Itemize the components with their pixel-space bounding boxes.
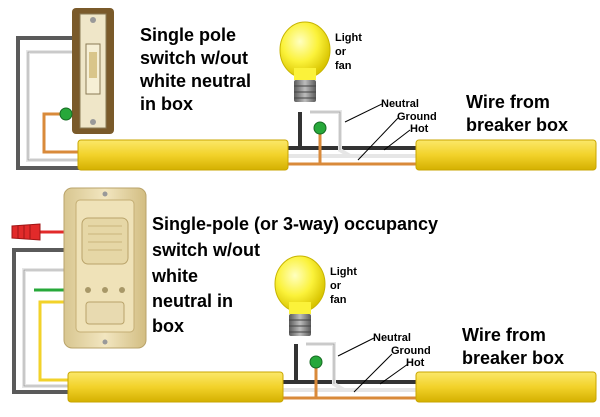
hot-pointer [379,363,409,385]
ground-pointer [353,353,393,393]
hot-pointer [383,129,411,151]
top-title-line-2: switch w/out [140,48,248,68]
light-bulb-icon [274,255,326,336]
bottom-diagram-wiring [11,187,597,403]
ground-pointer [357,117,399,161]
top-title-line-1: Single pole [140,25,237,45]
bottom-title-line-1: Single-pole (or 3-way) occupancy [152,214,439,234]
bottom-yellow-wire [38,300,70,382]
light-bulb-icon [279,21,331,102]
top-title-line-4: in box [140,94,193,114]
bottom-neutral-label: Neutral [373,332,411,344]
occupancy-sensor-switch-icon [63,187,147,349]
bottom-hot-label: Hot [406,357,425,369]
top-bulb-label-3: fan [335,60,352,72]
top-ground-label: Ground [397,111,437,123]
bottom-cable-left [67,371,284,403]
bottom-title-line-4: neutral in [152,291,234,311]
bottom-bulb-white-edge [306,343,335,384]
wire-nut-icon [11,223,41,241]
ground-screw-icon [309,355,323,369]
neutral-pointer [337,337,375,357]
top-source-line-1: Wire from [466,92,550,112]
ground-screw-icon [313,121,327,135]
toggle-switch-icon [72,8,114,134]
top-bulb-label-1: Light [335,32,362,44]
top-white-loop-wire-edge [27,51,80,161]
bottom-ground-label: Ground [391,345,431,357]
bottom-title-line-5: box [152,316,185,336]
top-hot-loop-wire [16,36,80,170]
bottom-bulb-label-2: or [330,280,341,292]
top-bulb-white-edge [310,111,341,150]
top-source-line-2: breaker box [466,115,569,135]
bottom-white-loop-wire-edge [23,269,70,387]
top-title-line-3: white neutral [140,71,252,91]
bottom-hot-loop-wire [12,248,70,394]
top-switch-ground-wire [42,112,80,154]
bottom-bulb-label-3: fan [330,294,347,306]
top-bulb-label-2: or [335,46,346,58]
bottom-source-line-2: breaker box [462,348,565,368]
top-hot-label: Hot [410,123,429,135]
top-neutral-label: Neutral [381,98,419,110]
bottom-cable-right [415,371,597,403]
top-diagram-wiring [16,8,597,171]
bottom-title-line-3: white [152,266,199,286]
top-cable-left [77,139,289,171]
neutral-pointer [344,103,383,123]
bottom-bulb-label-1: Light [330,266,357,278]
top-cable-right [415,139,597,171]
bottom-white-loop-wire [22,268,70,388]
bottom-title-line-2: switch w/out [152,240,260,260]
bottom-source-line-1: Wire from [462,325,546,345]
ground-screw-icon [59,107,73,121]
